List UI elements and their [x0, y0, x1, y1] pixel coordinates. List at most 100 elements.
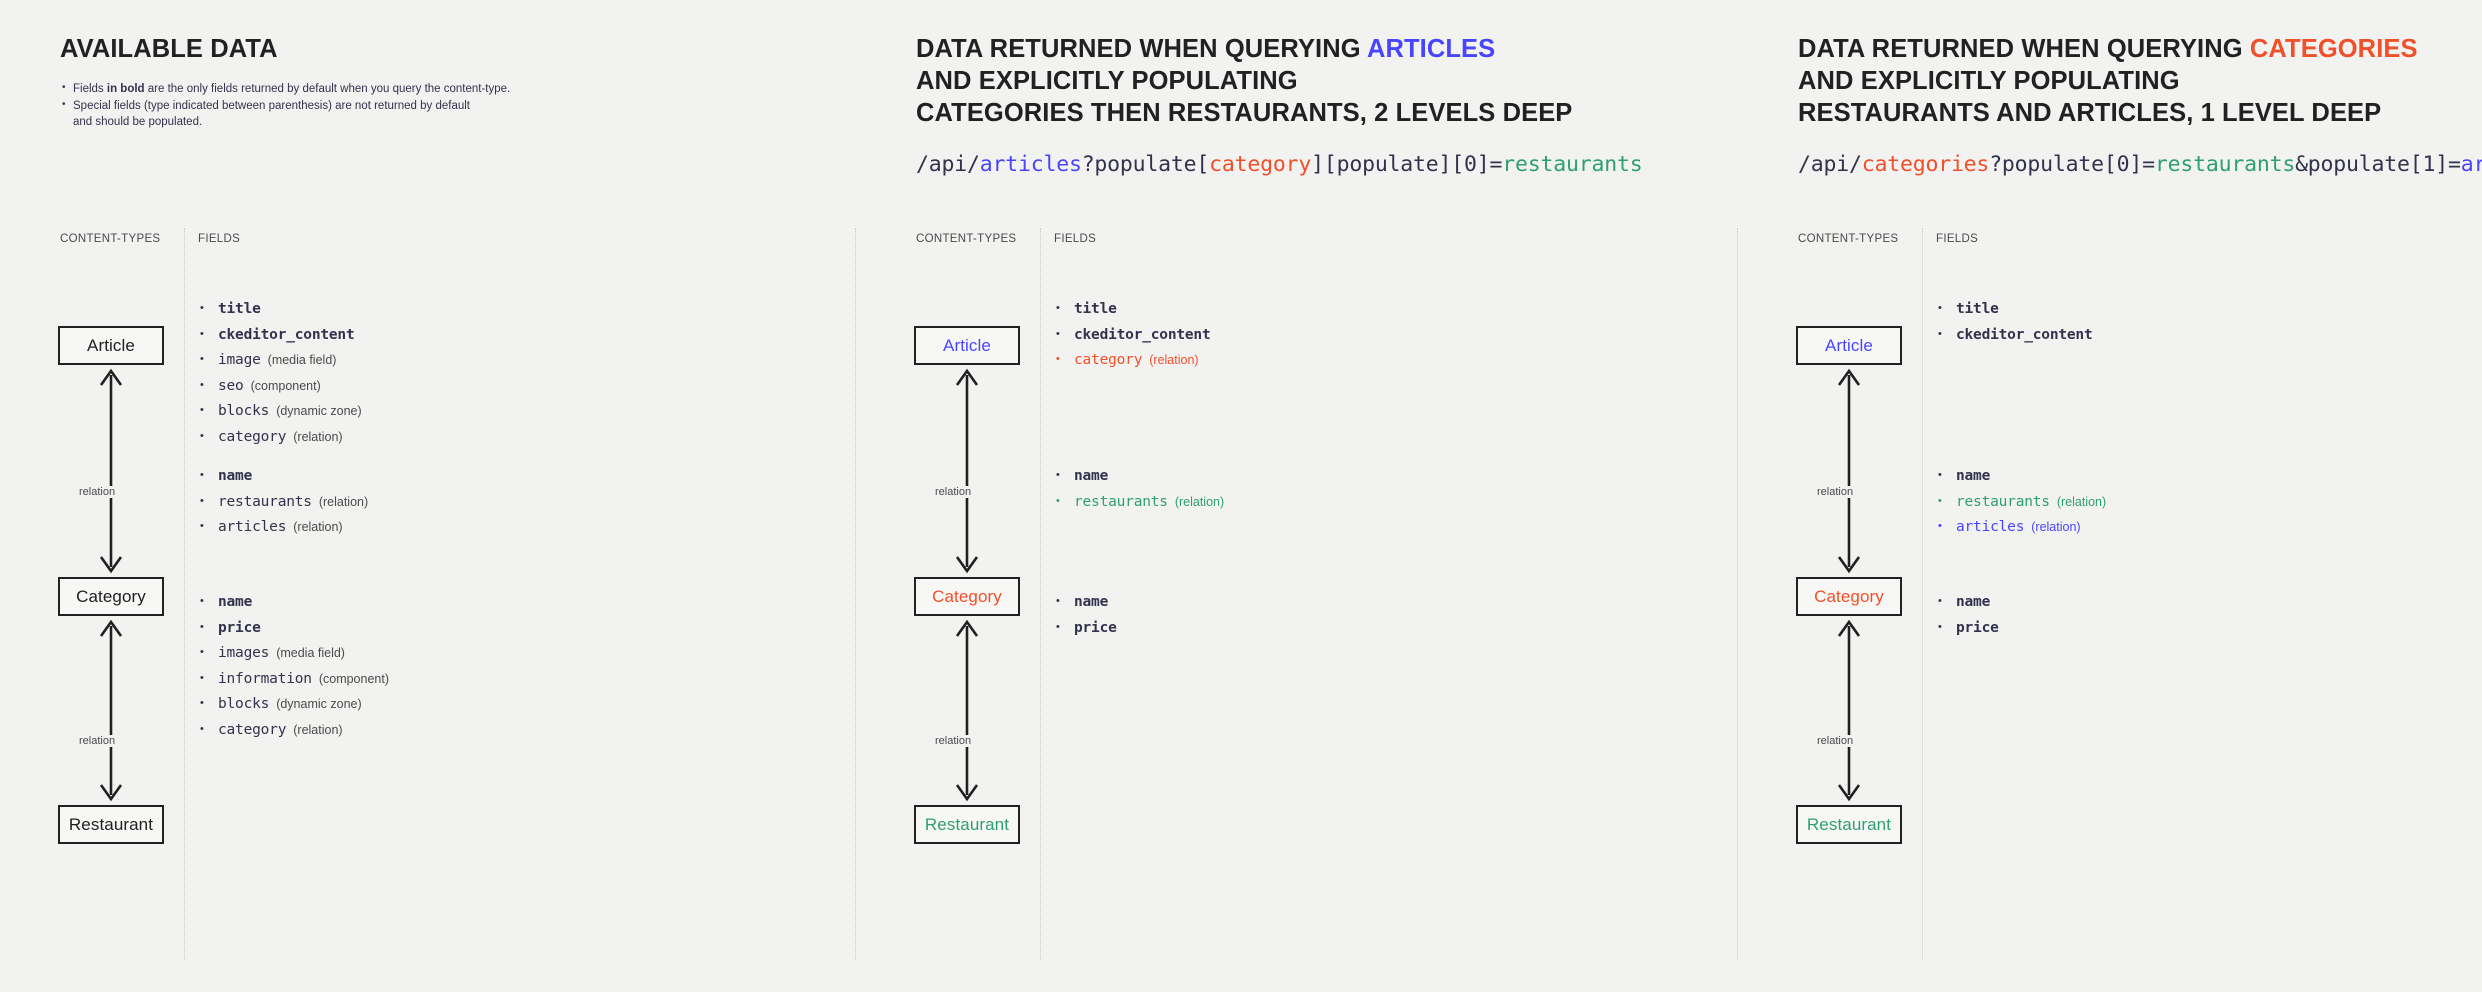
node-box-restaurant[interactable]: Restaurant	[58, 805, 164, 844]
bullet-text: Fields	[73, 83, 107, 95]
title-segment: DATA RETURNED WHEN QUERYING	[1798, 35, 2250, 63]
field-name: ckeditor_content	[1074, 326, 1211, 343]
field-list-article: title ckeditor_content category (relation)	[1056, 296, 1211, 373]
field-name: category	[218, 428, 287, 445]
relation-arrow-icon	[99, 619, 123, 802]
relation-label: relation	[1813, 735, 1858, 747]
panel-divider	[1737, 228, 1738, 960]
column-label-fields: FIELDS	[1936, 233, 1979, 245]
field-name: name	[218, 468, 253, 484]
node-box-category[interactable]: Category	[58, 577, 164, 616]
field-item: name	[1056, 589, 1117, 615]
relation-label: relation	[1813, 486, 1858, 498]
url-token: &populate[1]=	[2295, 152, 2461, 177]
field-type: (relation)	[1149, 353, 1199, 367]
field-name: name	[1074, 468, 1109, 484]
field-name: ckeditor_content	[218, 326, 355, 343]
node-box-article[interactable]: Article	[58, 326, 164, 365]
url-token: categories	[1861, 152, 1990, 177]
field-item: title	[1056, 296, 1210, 322]
relation-graph: Article Category Restaurant relation rel…	[1796, 300, 1906, 860]
bullet-text: and should be populated.	[73, 116, 203, 128]
field-type: (component)	[318, 671, 390, 686]
relation-arrow-icon	[1837, 619, 1861, 802]
field-name: price	[1074, 619, 1117, 636]
relation-arrow-icon	[99, 368, 123, 574]
field-name: blocks	[218, 696, 270, 712]
field-item: name	[200, 589, 389, 615]
field-name: category	[1074, 352, 1143, 368]
field-type: (dynamic zone)	[276, 697, 362, 711]
relation-arrow-icon	[1837, 368, 1861, 574]
field-type: (relation)	[293, 429, 343, 444]
url-token: restaurants	[2154, 152, 2296, 177]
field-name: name	[1956, 468, 1991, 484]
url-token: ?populate[	[1081, 152, 1210, 177]
field-name: name	[1956, 594, 1991, 610]
field-name: ckeditor_content	[1956, 326, 2093, 343]
column-label-content-types: CONTENT-TYPES	[60, 233, 161, 245]
api-url[interactable]: /api/categories?populate[0]=restaurants&…	[1798, 152, 2482, 178]
inner-divider	[1922, 228, 1923, 960]
field-name: name	[218, 594, 253, 610]
field-name: images	[218, 645, 270, 661]
field-item: restaurants(relation)	[200, 489, 368, 515]
field-item: information(component)	[200, 666, 389, 692]
title-segment: ARTICLES	[1366, 35, 1496, 63]
field-name: blocks	[218, 403, 270, 419]
inner-divider	[184, 228, 185, 960]
relation-arrow-icon	[955, 619, 979, 802]
field-item: category (relation)	[200, 424, 362, 450]
field-item: articles (relation)	[200, 514, 368, 540]
bullet-text: in bold	[106, 83, 145, 95]
field-name: category	[218, 721, 287, 738]
field-type: (relation)	[293, 520, 343, 534]
relation-arrow-icon	[955, 368, 979, 574]
field-item: title	[200, 296, 362, 322]
title-segment: AVAILABLE DATA	[60, 35, 278, 63]
field-name: price	[218, 619, 261, 636]
field-name: articles	[218, 519, 287, 535]
field-list-category: namerestaurants(relation)articles(relati…	[1938, 463, 2106, 540]
bullet-item: Special fields (type indicated between p…	[60, 97, 840, 115]
node-box-restaurant[interactable]: Restaurant	[914, 805, 1020, 844]
relation-label: relation	[75, 735, 120, 747]
field-list-restaurant: namepriceimages(media field)information(…	[200, 589, 389, 742]
field-item: price	[200, 615, 389, 641]
node-box-restaurant[interactable]: Restaurant	[1796, 805, 1902, 844]
field-type: (relation)	[2031, 520, 2081, 534]
field-name: restaurants	[1074, 493, 1168, 510]
url-token: category	[1209, 152, 1312, 177]
url-token: /api/	[916, 152, 980, 177]
field-type: (relation)	[2056, 494, 2107, 509]
field-list-restaurant: nameprice	[1938, 589, 1999, 640]
node-box-article[interactable]: Article	[914, 326, 1020, 365]
field-type: (dynamic zone)	[276, 404, 362, 418]
field-list-category: namerestaurants(relation)	[1056, 463, 1224, 514]
field-item: blocks (dynamic zone)	[200, 691, 389, 717]
panel-title: AVAILABLE DATA	[60, 33, 840, 65]
field-item: ckeditor_content	[200, 322, 362, 348]
title-segment: RESTAURANTS AND ARTICLES, 1 LEVEL DEEP	[1798, 99, 2382, 127]
api-url[interactable]: /api/articles?populate[category][populat…	[916, 152, 1643, 178]
field-name: restaurants	[1956, 493, 2050, 510]
node-box-category[interactable]: Category	[914, 577, 1020, 616]
node-box-article[interactable]: Article	[1796, 326, 1902, 365]
column-label-fields: FIELDS	[198, 233, 241, 245]
field-name: title	[218, 301, 261, 317]
field-item: price	[1056, 615, 1117, 641]
title-segment: DATA RETURNED WHEN QUERYING	[916, 35, 1367, 63]
url-token: ][populate][0]=	[1311, 152, 1503, 177]
field-type: (component)	[250, 378, 321, 393]
field-name: restaurants	[218, 493, 312, 510]
node-box-category[interactable]: Category	[1796, 577, 1902, 616]
field-name: title	[1956, 301, 1999, 317]
field-item: restaurants (relation)	[1938, 489, 2106, 515]
panel-divider	[855, 228, 856, 960]
bullet-text: are the only fields returned by default …	[144, 83, 511, 95]
